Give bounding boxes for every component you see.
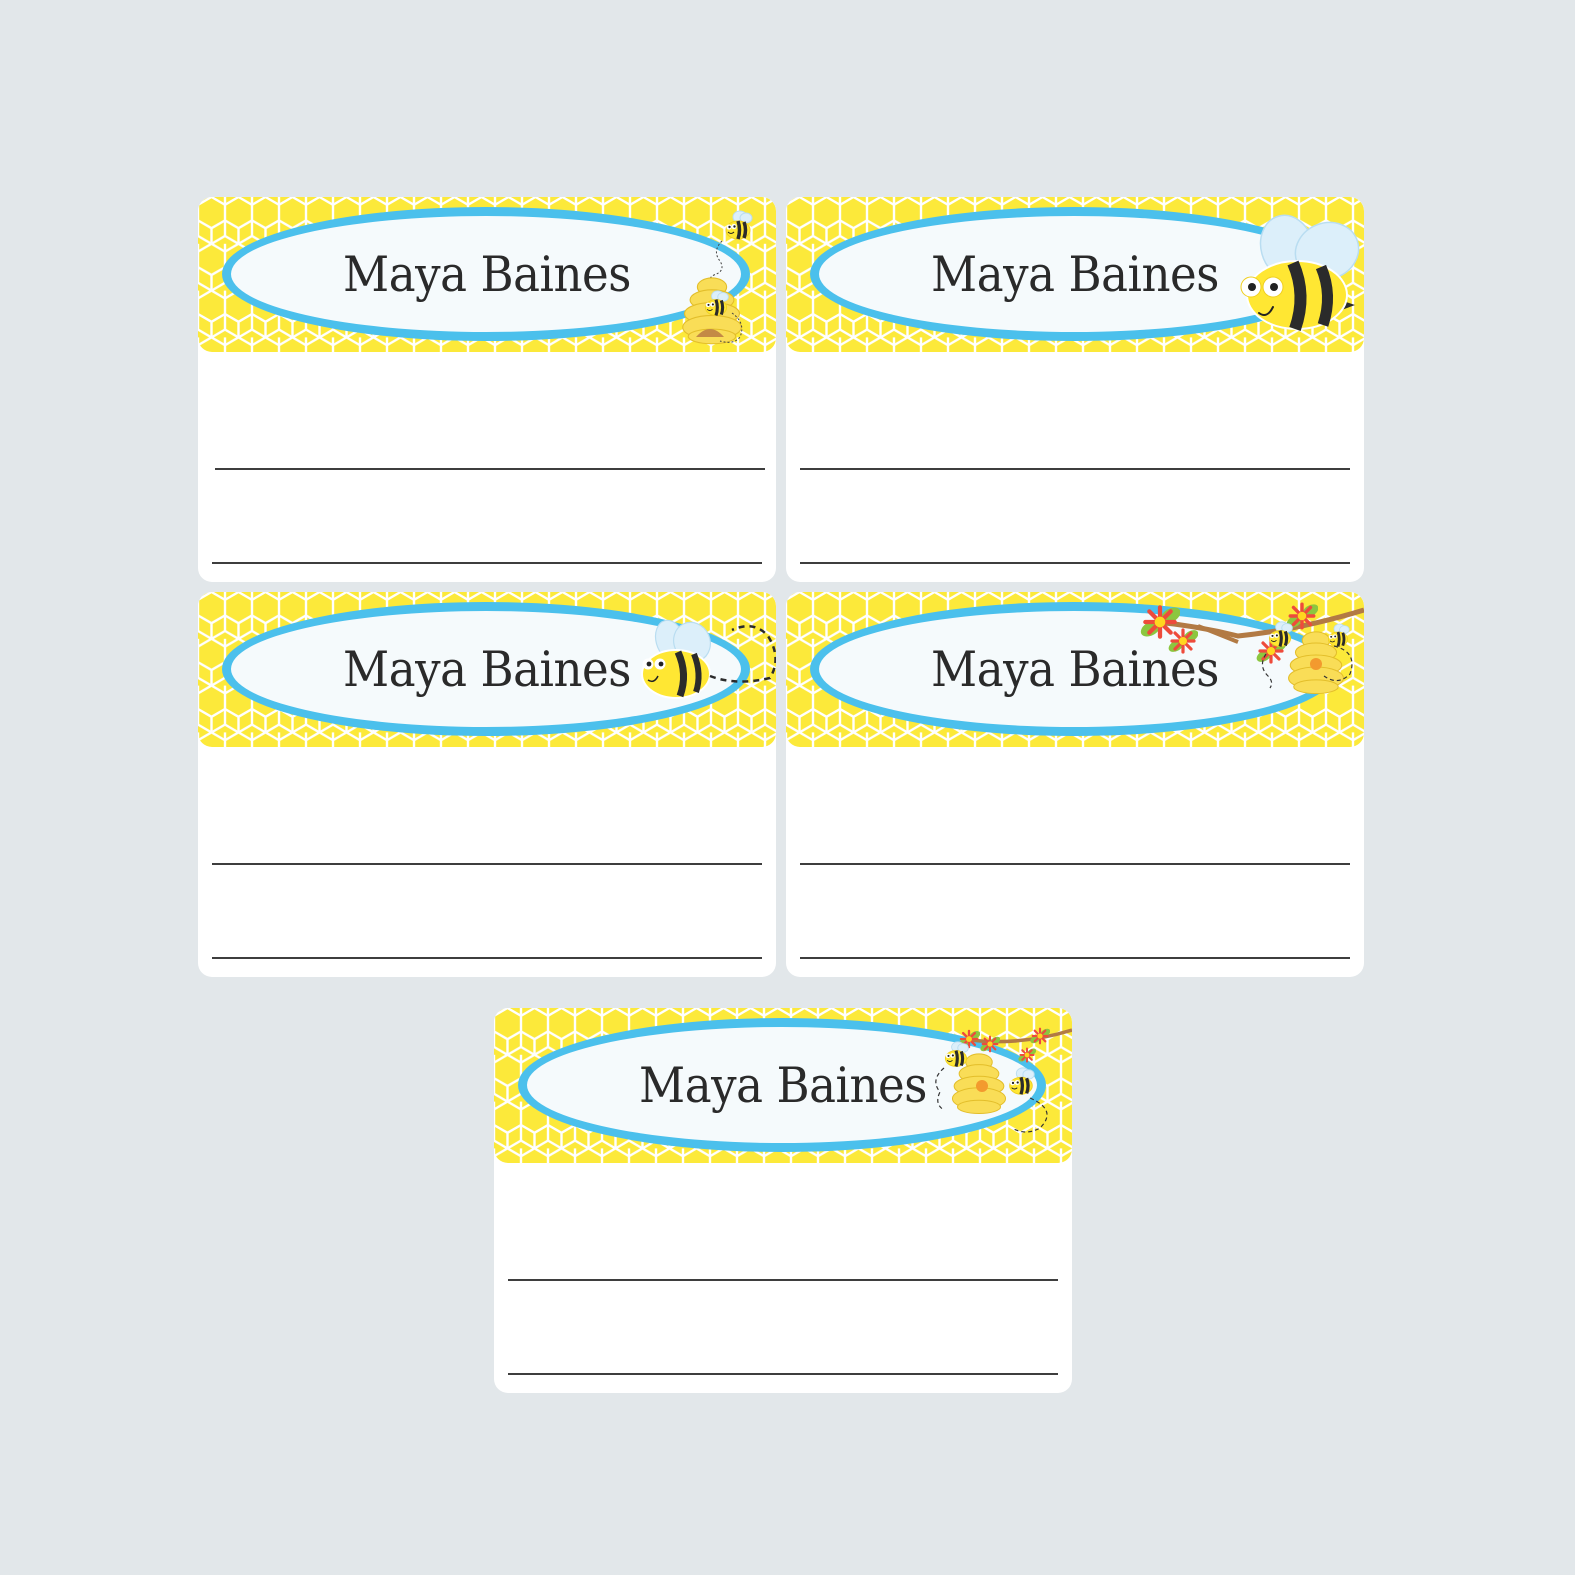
hive-with-two-bees-on-branch-icon	[935, 1026, 1072, 1133]
label-header: Maya Baines	[786, 197, 1364, 352]
write-line-2	[800, 562, 1350, 564]
bee-flying-to-hive-icon	[682, 209, 754, 345]
name-oval-frame	[222, 207, 750, 341]
name-label-4: Maya Baines	[786, 592, 1364, 977]
write-line-2	[800, 957, 1350, 959]
name-text: Maya Baines	[343, 641, 631, 698]
write-line-1	[212, 863, 762, 865]
name-label-3: Maya Baines	[198, 592, 776, 977]
name-label-5: Maya Baines	[494, 1008, 1072, 1393]
bee-with-dashed-flight-path-icon	[641, 619, 776, 699]
write-line-2	[508, 1373, 1058, 1375]
write-line-2	[212, 957, 762, 959]
name-label-1: Maya Baines	[198, 197, 776, 582]
write-line-1	[800, 863, 1350, 865]
write-line-2	[212, 562, 762, 564]
name-text: Maya Baines	[343, 246, 631, 303]
label-header: Maya Baines	[198, 197, 776, 352]
large-smiling-bee-icon	[1240, 214, 1360, 331]
name-text: Maya Baines	[639, 1057, 927, 1114]
write-line-1	[215, 468, 765, 470]
label-header: Maya Baines	[786, 592, 1364, 747]
label-header: Maya Baines	[494, 1008, 1072, 1163]
name-text: Maya Baines	[931, 246, 1219, 303]
name-label-2: Maya Baines	[786, 197, 1364, 582]
write-line-1	[800, 468, 1350, 470]
write-line-1	[508, 1279, 1058, 1281]
label-header: Maya Baines	[198, 592, 776, 747]
name-oval-frame	[810, 602, 1338, 736]
hive-on-flowering-branch-icon	[1138, 600, 1364, 695]
